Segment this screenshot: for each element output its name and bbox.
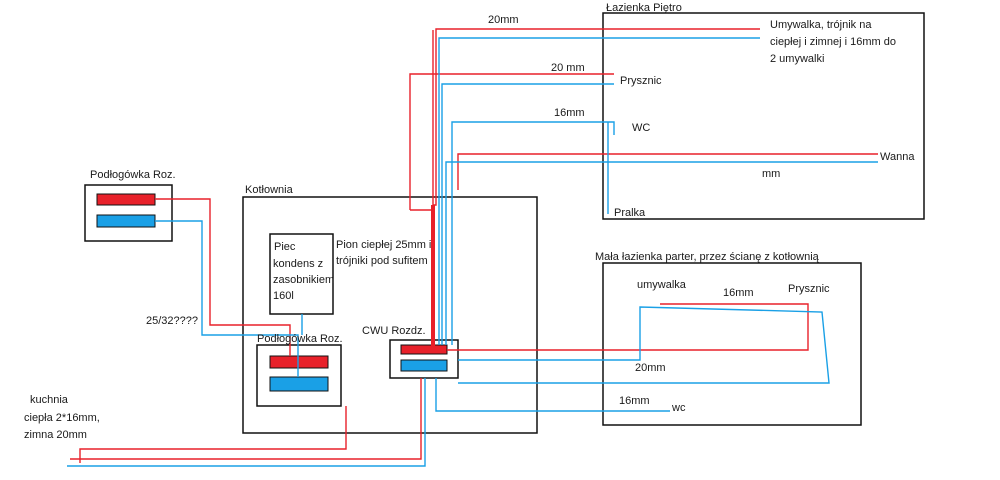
cwu-box	[389, 339, 459, 379]
pipe-size-label: 16mm	[554, 107, 585, 119]
pipe-size-label: 20mm	[488, 14, 519, 26]
room-title: Kotłownia	[245, 184, 294, 196]
labels-mala-lazienka: Mała łazienka parter, przez ścianę z kot…	[595, 251, 830, 414]
cold-pipes	[67, 37, 878, 467]
cold-manifold-bar	[96, 214, 156, 228]
wanna-label: Wanna	[880, 151, 915, 163]
pipe-size-label: 16mm	[619, 395, 650, 407]
cold-pipe-podlogowka-outside	[155, 220, 299, 377]
hot-manifold-bar	[400, 344, 448, 355]
podlogowka-outside-label: Podłogówka Roz.	[90, 169, 176, 181]
cwu-manifold	[400, 344, 448, 372]
labels-pipes: 20mm 20 mm 16mm mm 25/32???? 16mm 20mm 1…	[146, 14, 780, 407]
room-title: Łazienka Piętro	[606, 2, 682, 14]
pion-label: Pion ciepłej 25mm i	[336, 239, 431, 251]
hot-pipe-wanna	[457, 153, 878, 190]
hot-manifold-bar	[96, 193, 156, 206]
room-mala-lazienka	[602, 262, 862, 426]
room-kotlownia	[242, 196, 538, 434]
pipe-size-label: 25/32????	[146, 315, 198, 327]
hot-pipe-umywalka	[432, 28, 760, 206]
cold-pipe-wc	[451, 121, 615, 345]
hot-manifold-bar	[269, 355, 329, 369]
wc-label: WC	[632, 122, 650, 134]
pipe-size-label: 20mm	[635, 362, 666, 374]
podlogowka-kotlownia-box	[256, 344, 342, 407]
cwu-label: CWU Rozdz.	[362, 325, 426, 337]
cold-pipe-umywalka	[438, 37, 760, 345]
kuchnia-label: ciepła 2*16mm,	[24, 412, 100, 424]
prysznic-label: Prysznic	[788, 283, 830, 295]
room-lazienka-pietro	[602, 12, 925, 220]
wc-label: wc	[671, 402, 686, 414]
umywalka-label: Umywalka, trójnik na	[770, 19, 872, 31]
hot-pipe-kuchnia-2	[70, 378, 422, 460]
room-title: Mała łazienka parter, przez ścianę z kot…	[595, 251, 820, 263]
cold-pipe-wc-bottom	[435, 378, 670, 412]
pion-label: trójniki pod sufitem	[336, 255, 428, 267]
kuchnia-label: zimna 20mm	[24, 429, 87, 441]
podlogowka-kotlownia-label: Podłogówka Roz.	[257, 333, 343, 345]
umywalka-label: umywalka	[637, 279, 687, 291]
hot-pipes	[70, 28, 878, 463]
podlogowka-outside-box	[84, 184, 173, 242]
podlogowka-kotlownia-manifold	[269, 355, 329, 392]
cold-pipe-wanna	[445, 161, 878, 345]
prysznic-label: Prysznic	[620, 75, 662, 87]
piec-label: 160l	[273, 290, 294, 302]
pipe-size-label: mm	[762, 168, 780, 180]
piec-label: zasobnikiem	[273, 274, 334, 286]
labels-podlogowka-outside: Podłogówka Roz.	[90, 169, 176, 181]
umywalka-label: ciepłej i zimnej i 16mm do	[770, 36, 896, 48]
umywalka-label: 2 umywalki	[770, 53, 824, 65]
pipe-size-label: 20 mm	[551, 62, 585, 74]
cold-pipe-mala-lazienka	[458, 306, 830, 384]
piec-label: kondens z	[273, 258, 323, 270]
cold-manifold-bar	[269, 376, 329, 392]
hot-pipe-kuchnia	[79, 406, 347, 463]
piec-label: Piec	[274, 241, 296, 253]
cold-pipe-prysznic	[441, 83, 614, 345]
hot-pipe-prysznic	[409, 73, 614, 210]
hot-pipe-mala-lazienka	[447, 303, 809, 351]
labels-kotlownia: Kotłownia Piec kondens z zasobnikiem 160…	[245, 184, 431, 345]
cold-pipe-kuchnia	[67, 378, 426, 467]
pipe-size-label: 16mm	[723, 287, 754, 299]
labels-kuchnia: kuchnia ciepła 2*16mm, zimna 20mm	[24, 394, 100, 441]
kuchnia-label: kuchnia	[30, 394, 69, 406]
podlogowka-outside-manifold	[96, 193, 156, 228]
pralka-label: Pralka	[614, 207, 646, 219]
cold-manifold-bar	[400, 359, 448, 372]
labels-lazienka-pietro: Łazienka Piętro Umywalka, trójnik na cie…	[606, 2, 915, 219]
